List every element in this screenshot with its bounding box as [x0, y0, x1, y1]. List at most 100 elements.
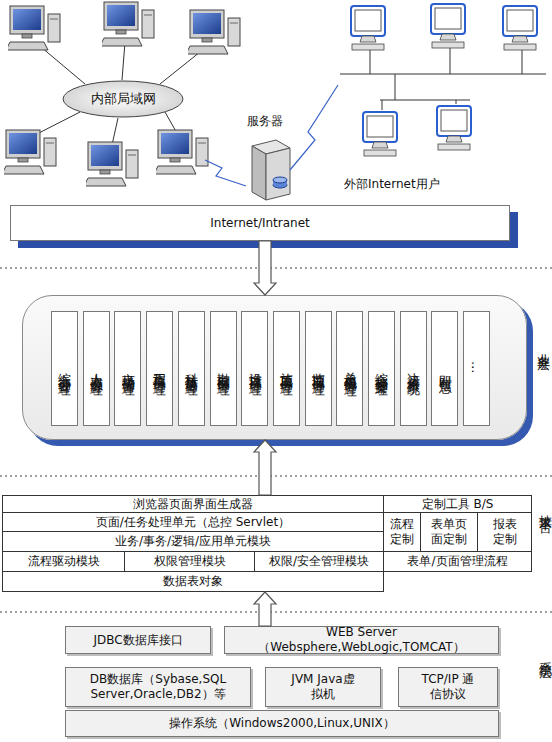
module-box: 总承包项目管理: [336, 311, 363, 426]
wireless-link: [205, 160, 246, 186]
node-text: 表单页面定制: [430, 517, 468, 547]
technical-platform: 技术平台浏览器页面界面生成器定制工具 B/S页面/任务处理单元（总控 Servl…: [2, 495, 532, 592]
layer-heading: 技术平台: [537, 505, 552, 513]
layer-separators: [0, 268, 552, 612]
hollow-arrow: [254, 440, 276, 495]
user-monitor: [363, 112, 397, 156]
table-cell: 页面/任务处理单元（总控 Servlet）: [2, 512, 384, 532]
separator-line: [0, 267, 552, 268]
node-text: 浏览器页面界面生成器: [133, 497, 253, 512]
node-text: 权限/安全管理模块: [269, 554, 369, 569]
node-text: 定制工具 B/S: [422, 497, 494, 512]
node-text: 市场经营管理: [120, 363, 136, 375]
node-text: 权限管理模块: [154, 554, 226, 569]
node-text: …: [469, 361, 485, 376]
node-text: 决策分析系统: [405, 363, 421, 375]
node-text: 流程定制: [389, 517, 415, 547]
table-cell: 数据表对象: [2, 571, 384, 592]
wire: [122, 42, 125, 80]
node-text: 勘察项目管理: [215, 363, 231, 375]
system-box: JVM Java虚拟机: [265, 667, 381, 707]
node-text: DB数据库（Sybase,SQL Server,Oracle,DB2）等: [88, 672, 228, 702]
node-text: 总承包项目管理: [342, 362, 358, 376]
ellipse-shape: [63, 81, 183, 117]
separator-line: [0, 475, 552, 476]
wire: [522, 48, 523, 74]
module-box: 勘察项目管理: [210, 311, 237, 426]
server-icon: [252, 140, 290, 200]
node-text: JDBC数据库接口: [93, 633, 182, 648]
node-text: 施工项目管理: [279, 363, 295, 375]
node-text: 数据表对象: [163, 574, 223, 589]
computer-icon: [100, 2, 154, 46]
system-box: JDBC数据库接口: [65, 626, 211, 654]
table-cell: 浏览器页面界面生成器: [2, 495, 384, 513]
computer-icon: [2, 130, 56, 174]
system-box: TCP/IP 通信协议: [398, 667, 498, 707]
table-cell: 权限/安全管理模块: [254, 551, 384, 572]
node-text: 内部局域网: [91, 91, 156, 107]
module-box: 即时信息: [431, 311, 458, 426]
node-text: 业务/事务/逻辑/应用单元模块: [115, 534, 271, 549]
node-text: 表单/页面管理流程: [407, 554, 507, 569]
computer-icon: [84, 142, 138, 186]
node-text: 综合办公管理: [57, 363, 73, 375]
wire: [35, 112, 80, 135]
system-box: DB数据库（Sybase,SQL Server,Oracle,DB2）等: [65, 667, 251, 707]
table-cell: 表单页面定制: [420, 512, 478, 552]
node-text: Internet/Intranet: [210, 216, 310, 231]
table-cell: 流程驱动模块: [2, 551, 125, 572]
separator-line: [0, 611, 552, 612]
wire: [382, 100, 383, 110]
node-text: 设计项目管理: [247, 363, 263, 375]
table-cell: 业务/事务/逻辑/应用单元模块: [2, 531, 384, 552]
module-box: 人力资源管理: [83, 311, 110, 426]
node-text: WEB Server（Websphere,WebLogic,TOMCAT）: [225, 625, 498, 655]
user-monitor: [437, 106, 471, 150]
network-band: Internet/Intranet: [10, 205, 510, 241]
node-text: 即时信息: [437, 365, 453, 373]
text-label: 系统层: [536, 652, 552, 658]
computer-icon: [6, 6, 60, 50]
user-monitor: [431, 4, 465, 48]
module-box: 监理项目管理: [305, 311, 332, 426]
text-label: 外部Internet用户: [344, 176, 440, 193]
wire: [456, 100, 457, 104]
table-cell: 表单/页面管理流程: [383, 551, 532, 572]
module-box: …: [463, 311, 490, 426]
wire: [450, 46, 451, 74]
user-monitor: [503, 6, 537, 50]
computer-icon: [186, 10, 240, 54]
system-box: 操作系统（Windows2000,Linux,UNIX）: [65, 710, 499, 737]
business-layer: 业务层综合办公管理人力资源管理市场经营管理工程项目管理科技质量管理勘察项目管理设…: [22, 295, 527, 440]
node-text: 科技质量管理: [183, 363, 199, 375]
wire: [340, 74, 546, 75]
wire: [395, 74, 396, 100]
table-cell: 权限管理模块: [124, 551, 255, 572]
user-monitor: [351, 6, 385, 50]
node-text: 报表定制: [492, 517, 518, 547]
internet-link: [290, 85, 338, 170]
node-text: 工程项目管理: [152, 363, 168, 375]
hollow-arrow: [254, 592, 276, 626]
lan-ellipse: 内部局域网: [62, 80, 184, 118]
node-text: 页面/任务处理单元（总控 Servlet）: [96, 515, 290, 530]
node-text: 监理项目管理: [310, 363, 326, 375]
module-box: 施工项目管理: [273, 311, 300, 426]
module-box: 决策分析系统: [400, 311, 427, 426]
module-box: 综合档案管理: [368, 311, 395, 426]
module-box: 综合办公管理: [51, 311, 78, 426]
node-text: 人力资源管理: [88, 363, 104, 375]
module-box: 工程项目管理: [146, 311, 173, 426]
module-box: 设计项目管理: [241, 311, 268, 426]
computer-icon: [154, 130, 208, 174]
node-text: 综合档案管理: [374, 363, 390, 375]
node-text: 流程驱动模块: [28, 554, 100, 569]
node-text: JVM Java虚拟机: [290, 672, 356, 702]
node-text: 操作系统（Windows2000,Linux,UNIX）: [169, 716, 395, 731]
wire: [112, 118, 118, 145]
node-text: TCP/IP 通信协议: [420, 672, 476, 702]
system-box: WEB Server（Websphere,WebLogic,TOMCAT）: [224, 626, 499, 654]
